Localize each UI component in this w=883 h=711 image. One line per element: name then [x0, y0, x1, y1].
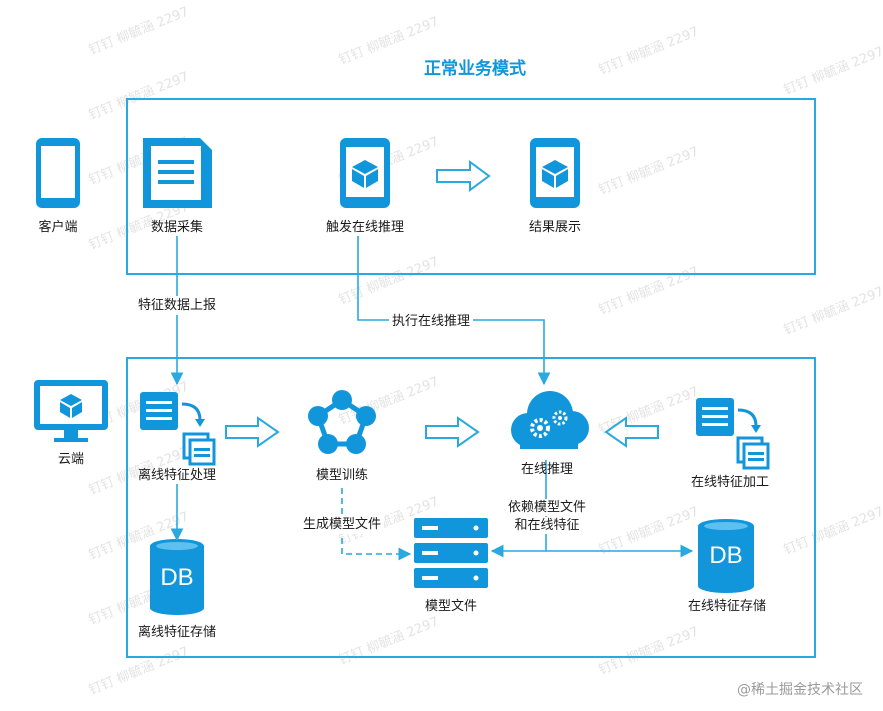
execute-inference-arrow — [357, 236, 551, 386]
cube-icon — [60, 394, 82, 418]
hollow-arrow-icon — [604, 416, 659, 448]
execute-inference-label: 执行在线推理 — [388, 312, 474, 331]
report-icon — [696, 398, 761, 436]
copy-icon — [736, 436, 770, 470]
online-feature-processing-label: 在线特征加工 — [690, 475, 770, 490]
dependency-label-line2: 和在线特征 — [511, 517, 583, 534]
connector-lines — [170, 236, 694, 561]
trigger-inference-label: 触发在线推理 — [325, 220, 405, 235]
model-file-label: 模型文件 — [424, 599, 478, 614]
generate-model-file-arrow — [341, 488, 412, 561]
client-device-label: 客户端 — [38, 220, 78, 235]
document-icon — [143, 138, 212, 208]
cube-icon — [542, 160, 568, 188]
diagram-title: 正常业务模式 — [424, 59, 526, 79]
generate-model-file-label: 生成模型文件 — [299, 515, 385, 534]
cloud-frame — [126, 357, 816, 658]
hollow-arrow-icon — [225, 416, 280, 448]
copy-icon — [182, 432, 216, 466]
result-display-label: 结果展示 — [528, 220, 582, 235]
offline-storage-label: 离线特征存储 — [137, 625, 217, 640]
data-collection-label: 数据采集 — [150, 220, 204, 235]
database-icon — [698, 519, 754, 593]
online-inference-label: 在线推理 — [520, 462, 574, 477]
server-icon — [414, 518, 488, 588]
gear-icon — [530, 410, 568, 438]
offline-processing-label: 离线特征处理 — [137, 468, 217, 483]
cloud-gear-icon — [511, 391, 589, 449]
feature-report-label: 特征数据上报 — [134, 296, 220, 315]
database-icon — [150, 539, 204, 615]
report-icon — [140, 392, 205, 430]
hollow-arrow-icon — [425, 416, 480, 448]
db-text: DB — [160, 564, 194, 591]
dependency-label-line1: 依赖模型文件 — [504, 499, 590, 516]
hollow-arrow-icon — [436, 160, 491, 192]
cube-icon — [352, 160, 378, 188]
db-text: DB — [709, 542, 743, 569]
footer-watermark: @稀土掘金技术社区 — [737, 682, 863, 698]
online-storage-label: 在线特征存储 — [687, 599, 767, 614]
phone-cube-icon — [530, 138, 580, 208]
cloud-device-label: 云端 — [57, 452, 85, 467]
model-training-label: 模型训练 — [315, 468, 369, 483]
network-icon — [308, 390, 376, 454]
client-frame — [126, 98, 816, 275]
phone-icon — [36, 138, 80, 208]
phone-cube-icon — [340, 138, 390, 208]
monitor-icon — [34, 380, 108, 442]
